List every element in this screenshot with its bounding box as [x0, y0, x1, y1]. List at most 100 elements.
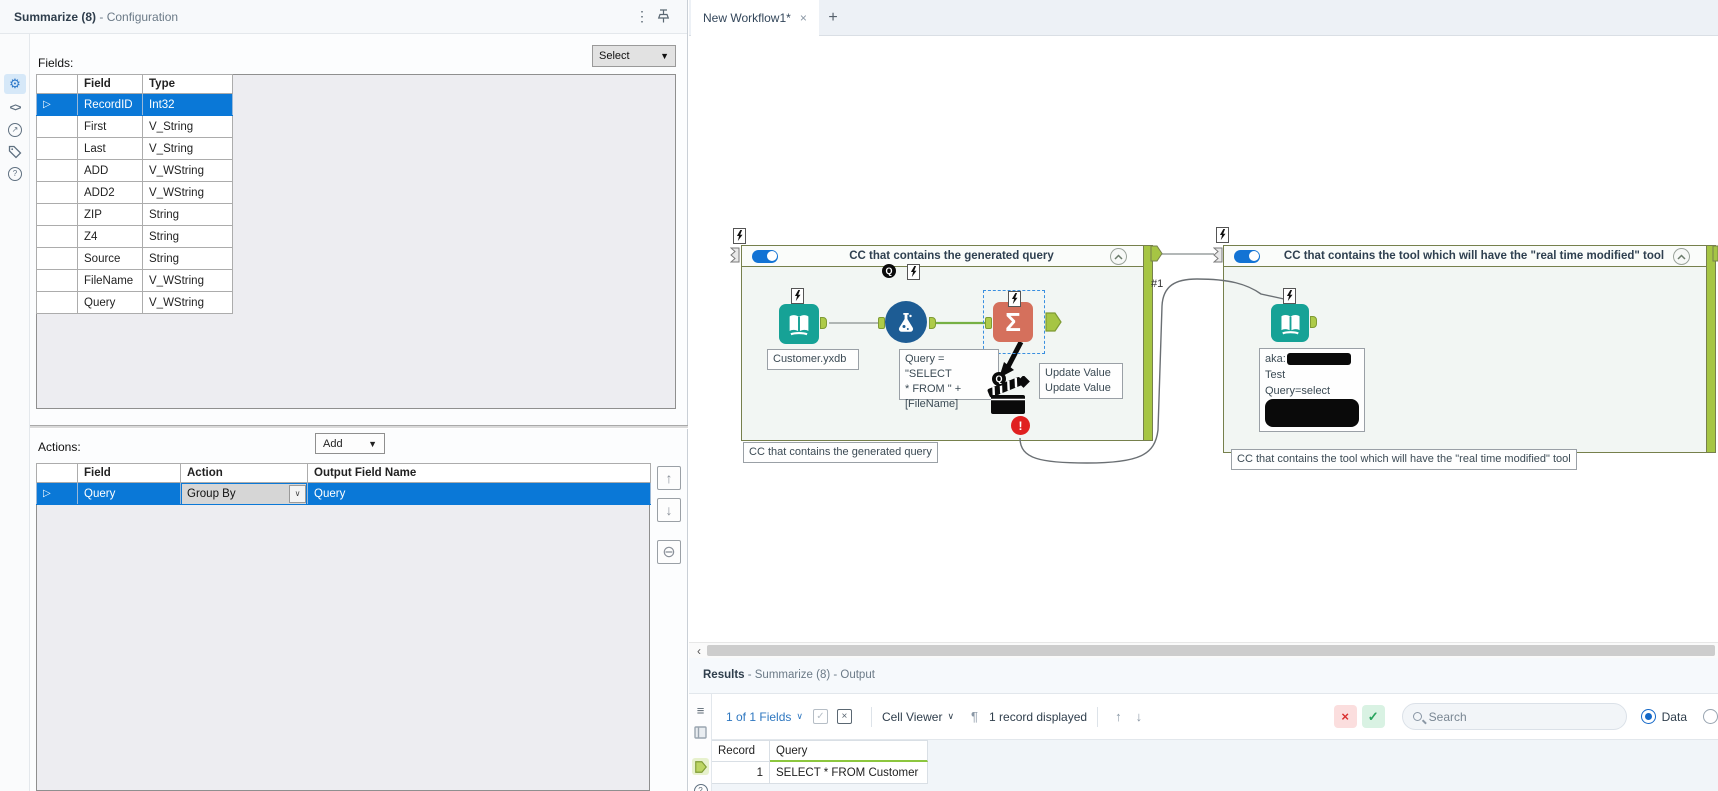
filter-remove-button[interactable]: × — [1333, 705, 1357, 728]
help-icon[interactable]: ? — [4, 164, 26, 184]
tool-input-anchor[interactable] — [878, 317, 885, 329]
list-view-icon[interactable]: ≡ — [696, 703, 705, 718]
query-cell[interactable]: SELECT * FROM Customer — [770, 762, 928, 784]
select-all-checkbox-icon[interactable]: ✓ — [812, 709, 828, 724]
summarize-tool[interactable]: Σ — [993, 302, 1033, 342]
field-cell[interactable]: FileName — [77, 269, 143, 292]
field-cell[interactable]: ADD2 — [77, 181, 143, 204]
tool-annotation[interactable]: Customer.yxdb — [767, 349, 859, 370]
container-toggle[interactable] — [752, 249, 778, 263]
container-caption[interactable]: CC that contains the generated query — [743, 442, 938, 463]
help-icon[interactable]: ? — [692, 782, 709, 791]
panel-splitter[interactable] — [30, 425, 688, 429]
filter-apply-button[interactable]: ✓ — [1361, 705, 1385, 728]
tab-new-workflow1[interactable]: New Workflow1* × — [691, 0, 819, 36]
input-data-tool[interactable] — [1271, 304, 1309, 342]
tag-icon[interactable] — [4, 142, 26, 162]
table-row[interactable]: ▷ Query Group By ∨ Query — [36, 482, 651, 505]
metadata-radio[interactable] — [1703, 709, 1718, 724]
output-field-cell[interactable]: Query — [307, 482, 651, 505]
fields-header-type[interactable]: Type — [142, 74, 233, 94]
field-cell[interactable]: Last — [77, 137, 143, 160]
clear-selection-icon[interactable]: × — [836, 709, 852, 724]
tool-annotation-redacted[interactable]: aka: Test Query=select — [1259, 348, 1365, 432]
tool-output-anchor[interactable] — [820, 317, 827, 329]
new-tab-button[interactable]: + — [828, 9, 838, 26]
actions-header-output[interactable]: Output Field Name — [307, 463, 651, 483]
fields-dropdown[interactable]: 1 of 1 Fields — [726, 709, 792, 724]
annotation-code-icon[interactable]: <> — [9, 102, 22, 114]
actions-header-field[interactable]: Field — [77, 463, 181, 483]
panel-menu-icon[interactable]: ⋮ — [635, 8, 649, 24]
container-header[interactable]: CC that contains the generated query — [742, 246, 1143, 267]
input-data-tool[interactable] — [779, 304, 819, 344]
workflow-canvas[interactable]: CC that contains the generated query CC … — [689, 36, 1718, 642]
move-down-button[interactable]: ↓ — [657, 498, 681, 522]
field-cell[interactable]: Query — [77, 291, 143, 314]
data-radio[interactable] — [1640, 709, 1656, 724]
container-collapse-button[interactable] — [1673, 248, 1690, 265]
select-dropdown-button[interactable]: Select ▼ — [592, 45, 676, 67]
field-cell[interactable]: ZIP — [77, 203, 143, 226]
type-cell[interactable]: V_WString — [142, 181, 233, 204]
add-dropdown-button[interactable]: Add ▼ — [315, 433, 385, 454]
next-record-icon[interactable]: ↓ — [1135, 709, 1143, 724]
tab-close-icon[interactable]: × — [799, 11, 807, 25]
remove-action-button[interactable]: ⊖ — [657, 540, 681, 564]
group-by-dropdown[interactable]: Group By ∨ — [182, 483, 306, 504]
field-cell[interactable]: ADD — [77, 159, 143, 182]
chevron-down-icon[interactable]: ∨ — [796, 711, 803, 721]
configuration-gear-icon[interactable]: ⚙ — [4, 74, 26, 94]
type-cell[interactable]: String — [142, 203, 233, 226]
field-cell[interactable]: Z4 — [77, 225, 143, 248]
table-row[interactable]: ▷ RecordID Int32 — [36, 93, 233, 116]
type-cell[interactable]: V_String — [142, 115, 233, 138]
field-cell[interactable]: Source — [77, 247, 143, 270]
record-column-header[interactable]: Record — [712, 740, 770, 762]
tool-annotation[interactable]: Query = "SELECT * FROM " + [FileName] — [899, 349, 999, 410]
field-cell[interactable]: Query — [77, 482, 181, 505]
query-column-header[interactable]: Query — [770, 740, 928, 762]
actions-header-action[interactable]: Action — [180, 463, 308, 483]
container-input-anchor[interactable] — [730, 247, 740, 263]
type-cell[interactable]: V_WString — [142, 159, 233, 182]
pin-icon[interactable] — [656, 8, 672, 26]
formula-tool[interactable] — [885, 301, 927, 343]
output-anchor-icon[interactable] — [692, 758, 709, 775]
field-cell[interactable]: First — [77, 115, 143, 138]
error-badge[interactable]: ! — [1011, 416, 1030, 435]
type-cell[interactable]: String — [142, 225, 233, 248]
type-cell[interactable]: String — [142, 247, 233, 270]
tool-output-anchor[interactable] — [1310, 316, 1317, 328]
cell-viewer-dropdown[interactable]: Cell Viewer — [881, 709, 943, 724]
type-cell[interactable]: V_WString — [142, 269, 233, 292]
scroll-left-icon[interactable]: ‹ — [697, 643, 701, 658]
chevron-down-icon[interactable]: ∨ — [289, 484, 306, 503]
container-caption[interactable]: CC that contains the tool which will hav… — [1231, 449, 1577, 470]
action-annotation[interactable]: Update Value Update Value — [1039, 363, 1123, 399]
canvas-horizontal-scrollbar[interactable]: ‹ — [689, 642, 1718, 658]
container-collapse-button[interactable] — [1110, 248, 1127, 265]
type-cell[interactable]: V_String — [142, 137, 233, 160]
table-view-icon[interactable] — [692, 724, 709, 741]
performance-icon[interactable]: ↗ — [4, 120, 26, 140]
fields-header-field[interactable]: Field — [77, 74, 143, 94]
previous-record-icon[interactable]: ↑ — [1115, 709, 1122, 724]
field-cell[interactable]: RecordID — [77, 93, 143, 116]
chevron-down-icon[interactable]: ∨ — [947, 711, 955, 721]
type-cell[interactable]: Int32 — [142, 93, 233, 116]
record-cell[interactable]: 1 — [712, 762, 770, 784]
pilcrow-icon[interactable]: ¶ — [971, 709, 979, 724]
container-input-anchor[interactable] — [1213, 247, 1223, 263]
results-search[interactable] — [1401, 703, 1627, 730]
move-up-button[interactable]: ↑ — [657, 466, 681, 490]
